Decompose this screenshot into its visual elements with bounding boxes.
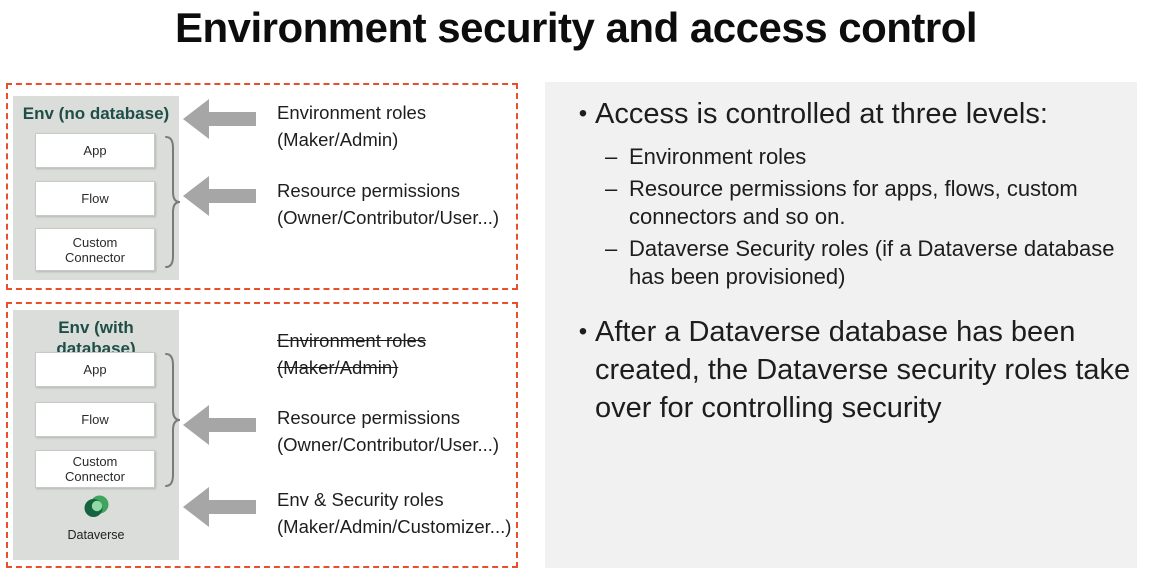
dash-icon: – <box>605 144 618 169</box>
flow-box-label: Flow <box>81 191 109 206</box>
bullet-after-dataverse-created: • After a Dataverse database has been cr… <box>545 313 1137 427</box>
sub-bullet-dataverse-security-roles: – Dataverse Security roles (if a Dataver… <box>545 235 1137 291</box>
annotation-line-struck: (Maker/Admin) <box>277 357 399 378</box>
annotation-environment-roles: Environment roles (Maker/Admin) <box>277 99 426 153</box>
env-with-database-group: Env (with database) App Flow Custom Conn… <box>6 302 518 568</box>
sub-bullet-text: Resource permissions for apps, flows, cu… <box>629 176 1078 229</box>
dataverse-label: Dataverse <box>67 528 125 542</box>
app-box: App <box>35 352 155 387</box>
custom-connector-box-label: Custom Connector <box>65 454 125 484</box>
left-arrow-icon <box>183 487 256 527</box>
app-box: App <box>35 133 155 168</box>
annotation-line: (Owner/Contributor/User...) <box>277 434 500 455</box>
flow-box: Flow <box>35 402 155 437</box>
annotation-line: (Maker/Admin) <box>277 129 399 150</box>
env-no-database-header: Env (no database) <box>13 103 179 124</box>
annotation-env-security-roles: Env & Security roles (Maker/Admin/Custom… <box>277 486 511 540</box>
annotation-line: Resource permissions <box>277 407 461 428</box>
env-no-database-group: Env (no database) App Flow Custom Connec… <box>6 83 518 290</box>
annotation-line: Resource permissions <box>277 180 461 201</box>
page-title: Environment security and access control <box>174 4 978 51</box>
bullet-access-levels: • Access is controlled at three levels: <box>545 82 1137 133</box>
bullet-icon: • <box>578 100 588 127</box>
bullet-icon: • <box>578 318 588 345</box>
annotation-line: Env & Security roles <box>277 489 444 510</box>
dash-icon: – <box>605 176 618 201</box>
custom-connector-box: Custom Connector <box>35 450 155 488</box>
left-arrow-icon <box>183 405 256 445</box>
app-box-label: App <box>83 362 107 377</box>
left-arrow-icon <box>183 176 256 216</box>
annotation-resource-permissions: Resource permissions (Owner/Contributor/… <box>277 177 499 231</box>
dash-icon: – <box>605 236 618 261</box>
left-arrow-icon <box>183 99 256 139</box>
env-no-database-header-label: Env (no database) <box>22 104 170 123</box>
sub-bullet-resource-permissions: – Resource permissions for apps, flows, … <box>545 175 1137 231</box>
brace-icon <box>165 136 181 268</box>
env-with-database-panel: Env (with database) App Flow Custom Conn… <box>13 310 179 560</box>
annotation-line: (Owner/Contributor/User...) <box>277 207 500 228</box>
annotation-line: (Maker/Admin/Customizer...) <box>277 516 512 537</box>
env-no-database-panel: Env (no database) App Flow Custom Connec… <box>13 96 179 280</box>
annotation-resource-permissions: Resource permissions (Owner/Contributor/… <box>277 404 499 458</box>
flow-box: Flow <box>35 181 155 216</box>
annotation-line: Environment roles <box>277 102 427 123</box>
sub-bullet-text: Environment roles <box>629 144 807 169</box>
flow-box-label: Flow <box>81 412 109 427</box>
annotation-environment-roles-struck: Environment roles (Maker/Admin) <box>277 327 426 381</box>
bullet-text: Access is controlled at three levels: <box>595 98 1048 130</box>
dataverse-icon <box>84 495 108 517</box>
brace-icon <box>165 353 181 487</box>
sub-bullet-environment-roles: – Environment roles <box>545 143 1137 171</box>
bullet-text: After a Dataverse database has been crea… <box>595 316 1131 424</box>
custom-connector-box: Custom Connector <box>35 228 155 271</box>
notes-panel: • Access is controlled at three levels: … <box>545 82 1137 568</box>
annotation-line-struck: Environment roles <box>277 330 427 351</box>
sub-bullet-text: Dataverse Security roles (if a Dataverse… <box>629 236 1115 289</box>
dataverse-item: Dataverse <box>13 493 179 542</box>
app-box-label: App <box>83 143 107 158</box>
custom-connector-box-label: Custom Connector <box>65 234 125 265</box>
